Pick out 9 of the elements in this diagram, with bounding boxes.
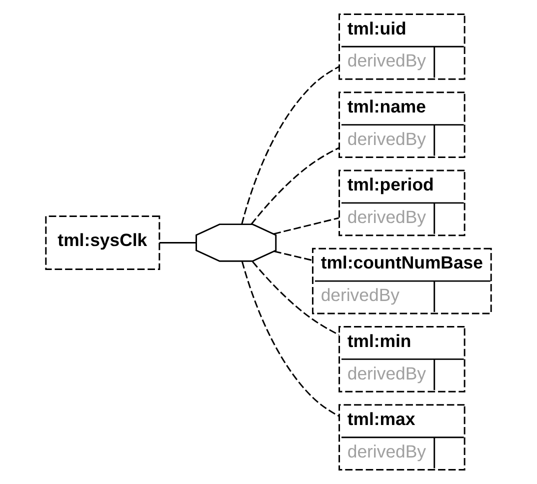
connector [250,147,340,225]
connector [274,250,312,261]
node-octagon [196,224,277,262]
node-box: tml:sysClk [45,215,160,270]
connector [241,66,340,224]
connector [252,261,340,336]
connector [241,261,340,417]
connector [274,217,339,235]
connector [159,242,196,244]
